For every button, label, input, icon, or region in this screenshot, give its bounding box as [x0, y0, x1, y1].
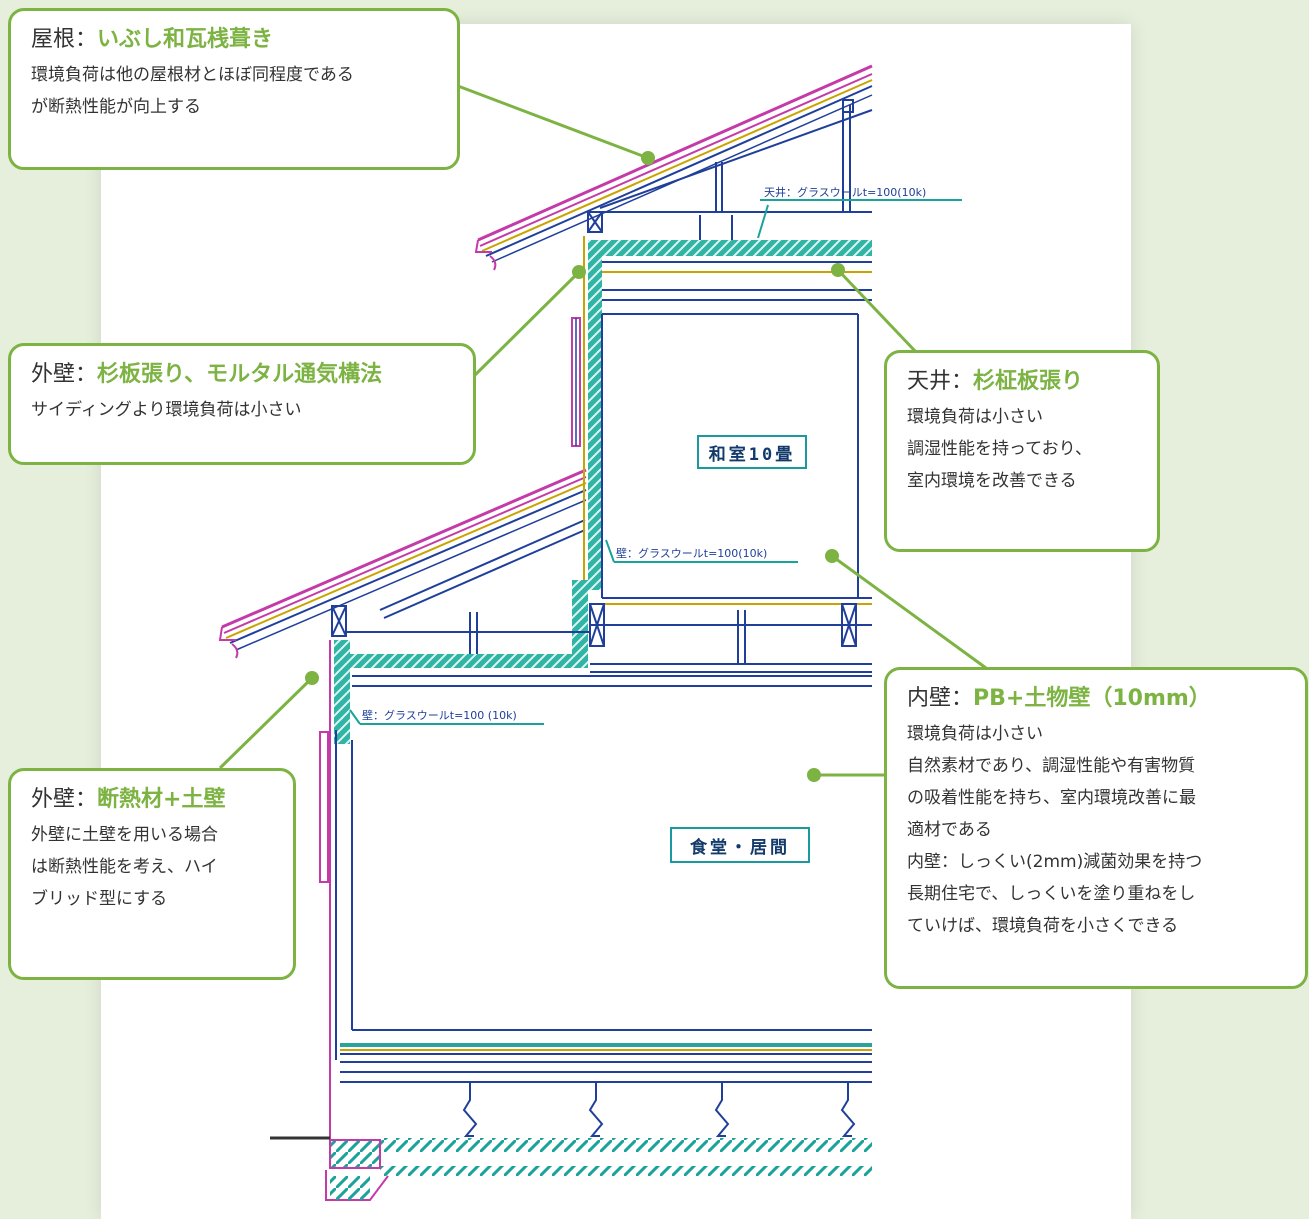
lower-ceiling-insulation: [344, 654, 588, 668]
wall-insulation-upper: [588, 240, 602, 590]
exterior-wall-upper-material: 杉板張り、モルタル通気構法: [97, 362, 383, 387]
wall-insulation-note-lower: 壁：グラスウールt=100 (10k): [362, 708, 517, 722]
ceiling-material: 杉柾板張り: [973, 369, 1084, 394]
exterior-wall-upper-title: 外壁：杉板張り、モルタル通気構法: [31, 360, 455, 390]
upper-roof: [474, 64, 873, 271]
roof-callout-title: 屋根：いぶし和瓦桟葺き: [31, 25, 439, 55]
interior-wall-callout-body: 環境負荷は小さい 自然素材であり、調湿性能や有害物質 の吸着性能を持ち、室内環境…: [907, 718, 1287, 942]
ceiling-callout-title: 天井：杉柾板張り: [907, 367, 1139, 397]
exterior-wall-lower-text-line: は断熱性能を考え、ハイ: [31, 857, 218, 877]
ceiling-text-line: 室内環境を改善できる: [907, 471, 1077, 491]
interior-wall-text-line: 内壁：しっくい(2mm)減菌効果を持つ: [907, 852, 1203, 872]
exterior-wall-upper-label: 外壁：: [31, 362, 98, 387]
lower-roof: [218, 468, 587, 659]
drawing-note-lines: [349, 199, 962, 725]
ceiling-callout-body: 環境負荷は小さい 調湿性能を持っており、 室内環境を改善できる: [907, 401, 1139, 497]
ceiling-insulation-upper: [590, 240, 872, 256]
interior-wall-callout-title: 内壁：PB+土物壁（10mm）: [907, 684, 1287, 714]
exterior-wall-lower-text-line: ブリッド型にする: [31, 889, 168, 909]
ceiling-insulation-note: 天井：グラスウールt=100(10k): [764, 185, 926, 199]
interior-wall-text-line: 自然素材であり、調湿性能や有害物質: [907, 756, 1196, 776]
foundation: [270, 1136, 872, 1201]
upper-room-frame: [589, 261, 872, 673]
ceiling-label: 天井：: [907, 369, 974, 394]
callout-leaders: [218, 84, 987, 777]
upper-roof-framing: [587, 99, 873, 240]
ceiling-callout: 天井：杉柾板張り 環境負荷は小さい 調湿性能を持っており、 室内環境を改善できる: [884, 350, 1160, 552]
floor-posts: [462, 1082, 856, 1137]
roof-callout: 屋根：いぶし和瓦桟葺き 環境負荷は他の屋根材とほぼ同程度である が断熱性能が向上…: [8, 8, 460, 170]
room-label-lower: 食堂・居間: [670, 827, 810, 863]
exterior-wall-lower-label: 外壁：: [31, 787, 98, 812]
interior-wall-text-line: 長期住宅で、しっくいを塗り重ねをし: [907, 884, 1196, 904]
exterior-wall-lower-material: 断熱材+土壁: [97, 787, 226, 812]
callout-dots: [305, 151, 845, 782]
interior-wall-text-line: 環境負荷は小さい: [907, 724, 1043, 744]
lower-wall-insulation-step: [572, 580, 588, 664]
room-label-upper: 和室10畳: [697, 435, 807, 469]
exterior-wall-lower-callout: 外壁：断熱材+土壁 外壁に土壁を用いる場合 は断熱性能を考え、ハイ ブリッド型に…: [8, 768, 296, 980]
roof-callout-body: 環境負荷は他の屋根材とほぼ同程度である が断熱性能が向上する: [31, 59, 439, 123]
wall-insulation-note-upper: 壁：グラスウールt=100(10k): [616, 546, 767, 560]
interior-wall-text-line: の吸着性能を持ち、室内環境改善に最: [907, 788, 1196, 808]
ceiling-text-line: 環境負荷は小さい: [907, 407, 1043, 427]
lower-frame: [331, 605, 872, 1083]
exterior-wall-upper-body: サイディングより環境負荷は小さい: [31, 394, 455, 426]
interior-wall-label: 内壁：: [907, 686, 974, 711]
roof-text-line: 環境負荷は他の屋根材とほぼ同程度である: [31, 65, 354, 85]
interior-wall-text-line: 適材である: [907, 820, 992, 840]
exterior-wall-lower-text-line: 外壁に土壁を用いる場合: [31, 825, 218, 845]
ceiling-text-line: 調湿性能を持っており、: [907, 439, 1092, 459]
roof-label: 屋根：: [31, 27, 98, 52]
roof-material: いぶし和瓦桟葺き: [97, 27, 274, 52]
interior-wall-callout: 内壁：PB+土物壁（10mm） 環境負荷は小さい 自然素材であり、調湿性能や有害…: [884, 667, 1308, 989]
exterior-wall-lower-title: 外壁：断熱材+土壁: [31, 785, 275, 815]
interior-wall-text-line: ていけば、環境負荷を小さくできる: [907, 916, 1179, 936]
lower-wall-insulation: [334, 640, 350, 744]
drawing-sheet: [101, 24, 1131, 1219]
upper-exterior-cladding: [571, 236, 585, 600]
exterior-wall-lower-body: 外壁に土壁を用いる場合 は断熱性能を考え、ハイ ブリッド型にする: [31, 819, 275, 915]
exterior-wall-upper-callout: 外壁：杉板張り、モルタル通気構法 サイディングより環境負荷は小さい: [8, 343, 476, 465]
exterior-wall-upper-text-line: サイディングより環境負荷は小さい: [31, 400, 302, 420]
lower-exterior-cladding: [319, 731, 329, 883]
interior-wall-material: PB+土物壁（10mm）: [973, 686, 1211, 711]
roof-text-line: が断熱性能が向上する: [31, 97, 201, 117]
